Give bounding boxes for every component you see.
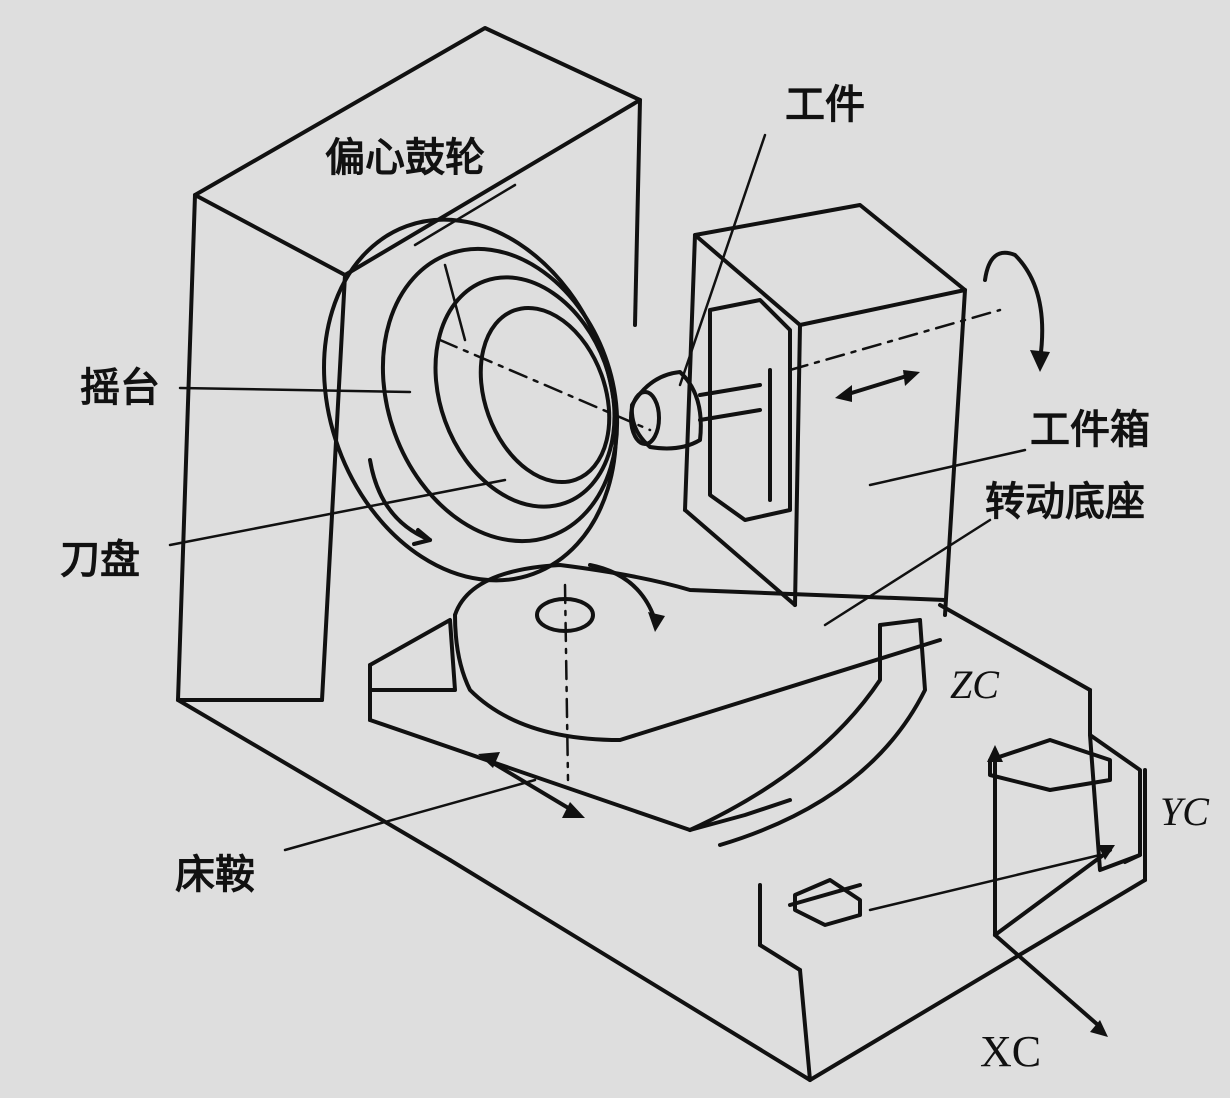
rotation-arrow-right <box>983 250 1050 372</box>
label-rotary-base: 转动底座 <box>985 479 1145 525</box>
leader-lines <box>168 133 1027 852</box>
curved-rail <box>688 618 927 847</box>
label-cutter-head: 刀盘 <box>60 537 140 583</box>
axial-arrow <box>835 370 920 402</box>
bed <box>448 733 1147 1082</box>
label-eccentric-drum: 偏心鼓轮 <box>325 135 485 181</box>
axis-label-xc: XC <box>980 1027 1042 1076</box>
cradle-rings <box>322 217 652 583</box>
saddle-arrow <box>478 752 585 818</box>
axis-label-yc: YC <box>1160 789 1209 834</box>
label-saddle: 床鞍 <box>175 852 255 898</box>
label-cradle: 摇台 <box>80 365 160 411</box>
column-housing <box>176 26 642 862</box>
workpiece-box <box>683 203 1002 617</box>
rotary-base <box>453 563 947 782</box>
axis-label-zc: ZC <box>950 662 999 707</box>
saddle-base <box>368 603 1092 832</box>
label-workpiece-box: 工件箱 <box>1030 407 1150 453</box>
axes <box>987 745 1115 1037</box>
workpiece-cone <box>629 370 762 451</box>
label-workpiece: 工件 <box>785 82 865 128</box>
